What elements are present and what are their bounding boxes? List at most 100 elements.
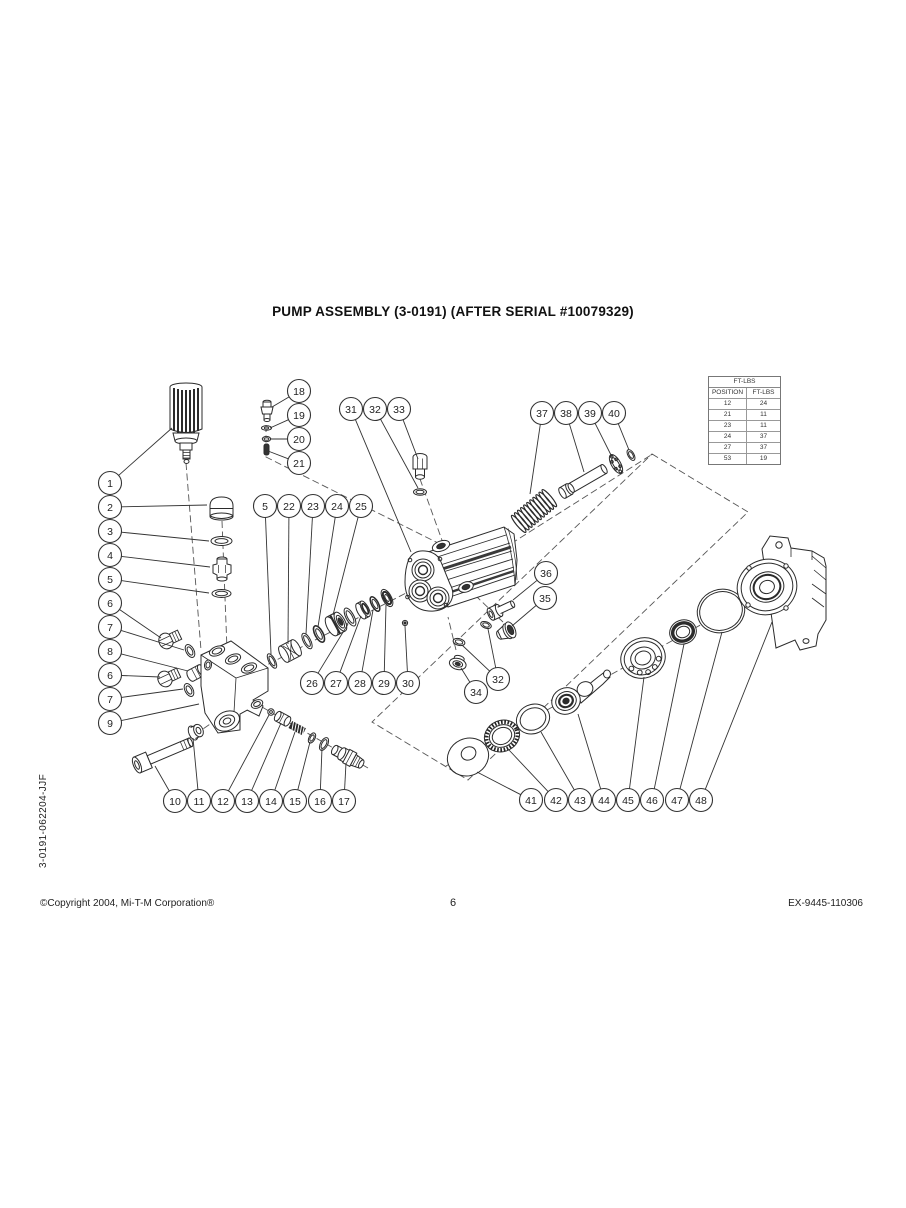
leader-line: [121, 688, 184, 698]
part-plug-6b: [157, 667, 182, 688]
part-plug-6a: [158, 629, 183, 650]
callout-number: 25: [355, 501, 367, 513]
footer-copyright: ©Copyright 2004, Mi-T-M Corporation®: [40, 898, 215, 909]
part-thrust-bearing-42: [483, 719, 521, 753]
torque-cell: 23: [709, 421, 747, 431]
part-pin-30: [401, 619, 409, 627]
callout-number: 14: [265, 796, 277, 808]
callout-number: 12: [217, 796, 229, 808]
callout-circle: [97, 686, 123, 712]
callout-number: 2: [107, 502, 113, 514]
leader-line: [120, 629, 185, 651]
callout-number: 17: [338, 796, 350, 808]
part-cap: [209, 496, 234, 521]
callout-circle: [395, 670, 421, 696]
callout-number: 6: [107, 670, 113, 682]
part-hose-barb-17: [330, 744, 365, 769]
callout-number: 9: [107, 718, 113, 730]
callout-number: 48: [695, 795, 707, 807]
callout-number: 4: [107, 550, 113, 562]
torque-table-header: POSITION FT-LBS: [709, 388, 780, 399]
callout-number: 34: [470, 687, 482, 699]
part-ring-28: [369, 596, 381, 612]
leader-line: [332, 516, 359, 616]
callout-number: 32: [492, 674, 504, 686]
leader-line: [617, 423, 630, 451]
callout-number: 29: [378, 678, 390, 690]
callout-number: 10: [169, 796, 181, 808]
leader-line: [269, 419, 289, 429]
leader-line: [568, 423, 585, 473]
callout-circle: [97, 614, 123, 640]
leader-line: [594, 423, 613, 458]
callout-circle: [591, 787, 617, 813]
part-spring-14: [288, 720, 306, 736]
callout-number: 42: [550, 795, 562, 807]
torque-table-row: 12 24: [709, 399, 780, 410]
callout-number: 41: [525, 795, 537, 807]
callout-number: 28: [354, 678, 366, 690]
callout-circle: [97, 710, 123, 736]
callout-circle: [323, 670, 349, 696]
leader-line: [508, 749, 549, 792]
leader-line: [118, 427, 173, 476]
callout-circle: [252, 493, 278, 519]
leader-line: [361, 609, 374, 672]
leader-line: [251, 722, 282, 791]
part-valve-seat-25: [324, 611, 348, 637]
leader-line: [461, 644, 490, 672]
callout-number: 39: [584, 408, 596, 420]
callout-circle: [97, 638, 123, 664]
part-oring-26: [343, 607, 357, 627]
part-seat-4: [212, 556, 232, 582]
leader-line: [287, 517, 290, 645]
torque-cell: 24: [759, 400, 768, 407]
part-bolt-36: [486, 600, 516, 621]
leader-line: [121, 504, 208, 508]
callout-circle: [601, 400, 627, 426]
leader-line: [319, 747, 323, 790]
callout-circle: [371, 670, 397, 696]
torque-cell: 21: [709, 410, 747, 420]
callout-number: 15: [289, 796, 301, 808]
leader-line: [120, 653, 189, 672]
part-wobble-plate-44: [551, 669, 611, 715]
callout-circle: [331, 788, 357, 814]
callout-circle: [286, 378, 312, 404]
leader-line: [653, 643, 685, 789]
leader-line: [577, 713, 602, 790]
callout-number: 24: [331, 501, 343, 513]
part-seal-29: [380, 588, 394, 608]
part-nut-11: [187, 723, 204, 741]
leader-line: [305, 517, 313, 635]
part-valve-cage-22: [278, 639, 302, 663]
callout-number: 23: [307, 501, 319, 513]
leader-line: [380, 418, 419, 489]
torque-cell: 37: [759, 433, 768, 440]
callout-circle: [386, 396, 412, 422]
callout-number: 1: [107, 478, 113, 490]
part-cylinder-head: [404, 526, 518, 612]
part-spring-37: [510, 488, 558, 534]
part-retainer-39: [608, 454, 624, 474]
part-oring-40: [626, 449, 636, 461]
part-pressure-knob: [169, 382, 203, 464]
leader-line: [404, 625, 408, 672]
callout-number: 7: [107, 622, 113, 634]
torque-table-title: FT-LBS: [709, 377, 780, 388]
callout-number: 46: [646, 795, 658, 807]
leader-line: [154, 765, 170, 792]
callout-number: 16: [314, 796, 326, 808]
torque-cell: 12: [709, 399, 747, 409]
callout-number: 38: [560, 408, 572, 420]
part-oring-7b: [183, 683, 195, 697]
callout-number: 3: [107, 526, 113, 538]
torque-cell: 37: [759, 444, 768, 451]
